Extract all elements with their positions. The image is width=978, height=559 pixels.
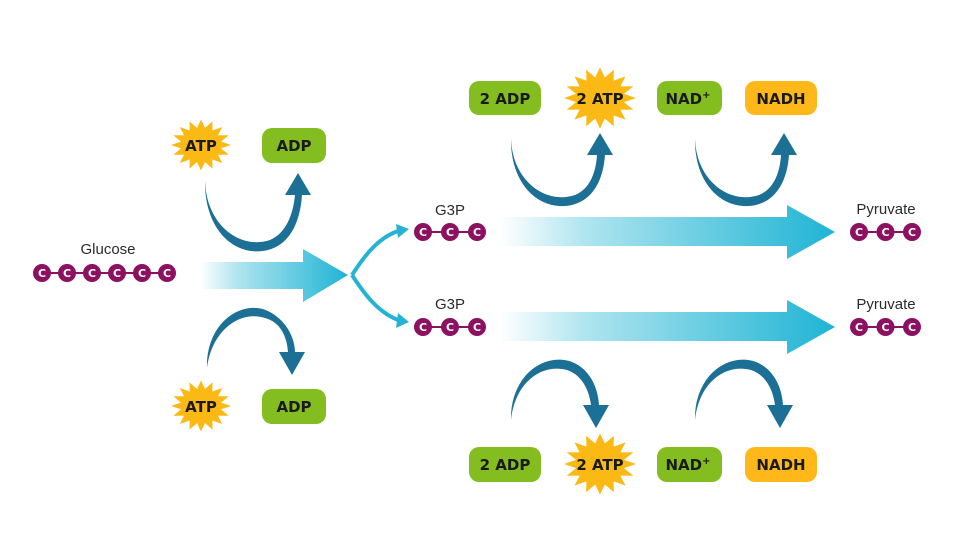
carbon-atom [468,318,486,336]
nadh-chip [745,81,817,115]
nad-text: NAD [665,456,702,474]
carbon-atom [903,318,921,336]
carbon-letter: C [855,321,863,334]
adp-label: 2 ADP [480,456,531,474]
carbon-letter: C [138,267,146,280]
carbon-letter: C [38,267,46,280]
g3p-to-pyruvate-arrow [500,205,835,259]
carbon-letter: C [88,267,96,280]
carbon-atom [850,223,868,241]
adp-label: 2 ADP [480,90,531,108]
pyruvate-label: Pyruvate [856,296,915,313]
g3p-to-pyruvate-arrow [500,300,835,354]
split-arrow-up-head [396,224,409,238]
atp-star-icon [171,119,231,171]
nad-superscript: + [702,456,710,467]
carbon-atom [83,264,101,282]
curved-arrow-icon [694,133,797,207]
nadh-chip [745,447,817,482]
glucose-label: Glucose [80,241,135,258]
atp-label: ATP [185,398,217,416]
nadh-label: NADH [756,456,805,474]
adp-chip [469,81,541,115]
carbon-atom [133,264,151,282]
investment-bottom: ATP ADP [171,307,326,432]
curved-arrow-icon [510,359,609,428]
carbon-letter: C [855,226,863,239]
atp-label: 2 ATP [576,456,623,474]
atp-label: 2 ATP [576,90,623,108]
carbon-atom [414,223,432,241]
carbon-atom [33,264,51,282]
nad-superscript: + [702,90,710,101]
nad-text: NAD [665,90,702,108]
carbon-letter: C [419,226,427,239]
nad-label: NAD+ [665,456,710,474]
nad-label: NAD+ [665,90,710,108]
carbon-atom [58,264,76,282]
adp-chip [469,447,541,482]
adp-label: ADP [276,398,311,416]
carbon-letter: C [473,226,481,239]
carbon-atom [441,318,459,336]
carbon-letter: C [908,226,916,239]
carbon-letter: C [419,321,427,334]
curved-arrow-icon [206,307,305,375]
carbon-letter: C [163,267,171,280]
split-arrow-down [350,273,399,322]
adp-label: ADP [276,137,311,155]
nadh-label: NADH [756,90,805,108]
curved-arrow-icon [204,173,311,252]
payoff-bottom: 2 ADP 2 ATP NAD+ NADH [469,359,817,495]
investment-top: ATP ADP [171,119,326,252]
atp-label: ATP [185,137,217,155]
pyruvate-label: Pyruvate [856,201,915,218]
carbon-atom [108,264,126,282]
carbon-atom [158,264,176,282]
carbon-atom [414,318,432,336]
glucose-flow-arrow [200,249,348,302]
carbon-atom [441,223,459,241]
adp-chip [262,128,326,163]
curved-arrow-icon [510,133,613,207]
carbon-letter: C [446,321,454,334]
carbon-letter: C [113,267,121,280]
carbon-atom [850,318,868,336]
nad-chip [657,81,722,115]
carbon-letter: C [881,226,889,239]
carbon-letter: C [881,321,889,334]
carbon-atom [876,318,895,336]
carbon-letter: C [446,226,454,239]
g3p-label: G3P [435,202,465,219]
carbon-atom [903,223,921,241]
carbon-letter: C [63,267,71,280]
carbon-atom [468,223,486,241]
g3p-label: G3P [435,296,465,313]
nad-chip [657,447,722,482]
carbon-letter: C [908,321,916,334]
split-arrow-down-head [396,313,409,328]
atp-star-icon [171,380,231,432]
atp-star-icon [564,67,636,129]
payoff-top: 2 ADP 2 ATP NAD+ NADH [469,67,817,207]
carbon-atom [876,223,895,241]
curved-arrow-icon [694,359,793,428]
adp-chip [262,389,326,424]
atp-star-icon [564,433,636,495]
carbon-letter: C [473,321,481,334]
split-arrow-up [350,229,399,277]
